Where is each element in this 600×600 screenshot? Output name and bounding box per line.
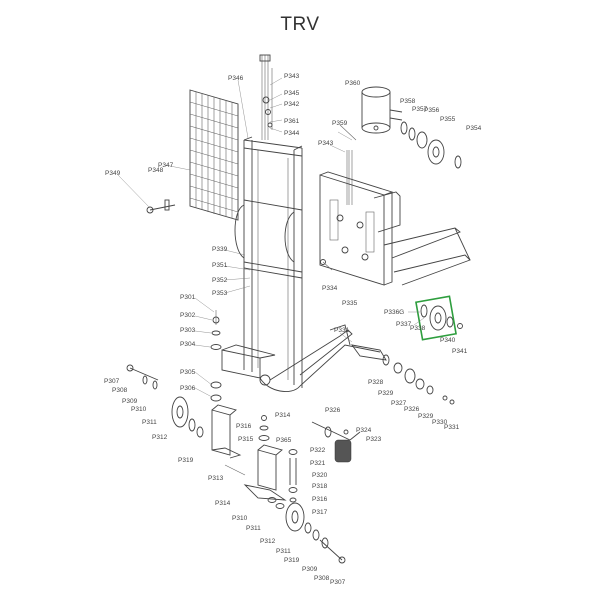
label-p312: P312: [152, 434, 168, 441]
fork-carriage: [319, 171, 394, 286]
label-p307b: P307: [330, 579, 346, 586]
label-p342: P342: [284, 101, 300, 108]
middle-stack-parts: [243, 415, 287, 509]
label-p302: P302: [180, 312, 196, 319]
roller-assembly: [420, 304, 463, 331]
forks: [373, 191, 471, 286]
label-p321: P321: [310, 460, 326, 467]
label-p306: P306: [180, 385, 196, 392]
label-p314b: P314: [215, 500, 231, 507]
hydraulic-cylinder: [339, 86, 403, 141]
label-p309b: P309: [302, 566, 318, 573]
label-p336g: P336G: [384, 309, 404, 316]
label-p308: P308: [112, 387, 128, 394]
label-p304: P304: [180, 341, 196, 348]
base-frame: [221, 324, 387, 393]
left-wheel-assembly: [126, 364, 204, 438]
label-p323: P323: [366, 436, 382, 443]
pedal-assembly: [311, 421, 361, 463]
label-p361: P361: [284, 118, 300, 125]
label-p326: P326: [325, 407, 341, 414]
label-p352: P352: [212, 277, 228, 284]
label-p328: P328: [368, 379, 384, 386]
label-p316b: P316: [312, 496, 328, 503]
label-p347: P347: [158, 162, 174, 169]
label-p309: P309: [122, 398, 138, 405]
label-p320: P320: [312, 472, 328, 479]
label-p315: P315: [238, 436, 254, 443]
label-p334: P334: [322, 285, 338, 292]
left-leg-bracket: [211, 404, 246, 476]
label-p327: P327: [391, 400, 407, 407]
diagram-title: TRV: [280, 14, 320, 35]
label-p301: P301: [180, 294, 196, 301]
label-p317: P317: [312, 509, 328, 516]
label-p329: P329: [378, 390, 394, 397]
label-p316: P316: [236, 423, 252, 430]
label-p335: P335: [342, 300, 358, 307]
carriage-bolts: [320, 259, 333, 271]
center-stack-parts: [288, 449, 298, 503]
mesh-guard: [189, 89, 239, 221]
label-p348: P348: [148, 167, 164, 174]
label-p365: P365: [276, 437, 292, 444]
mast-frame: [234, 136, 303, 388]
label-p359: P359: [332, 120, 348, 127]
label-p340: P340: [440, 337, 456, 344]
label-p330: P330: [432, 419, 448, 426]
label-p358: P358: [400, 98, 416, 105]
label-p331: P331: [334, 327, 350, 334]
carriage-chain: [346, 150, 353, 205]
label-p356: P356: [424, 107, 440, 114]
label-p324: P324: [356, 427, 372, 434]
label-p349: P349: [105, 170, 121, 177]
right-axle-parts: [382, 354, 455, 405]
label-p339: P339: [212, 246, 228, 253]
label-p319b: P319: [284, 557, 300, 564]
label-p351: P351: [212, 262, 228, 269]
label-p360: P360: [345, 80, 361, 87]
label-p319: P319: [178, 457, 194, 464]
part-labels: P346 P343 P345 P342 P361 P344 P360 P358 …: [104, 73, 482, 586]
label-p355: P355: [440, 116, 456, 123]
highlighted-part-box: [415, 295, 457, 341]
label-p353: P353: [212, 290, 228, 297]
label-p326b: P326: [404, 406, 420, 413]
label-p338: P338: [410, 325, 426, 332]
label-p305: P305: [180, 369, 196, 376]
leader-lines: [117, 77, 425, 398]
label-p337: P337: [396, 321, 412, 328]
label-p341: P341: [452, 348, 468, 355]
label-p312b: P312: [260, 538, 276, 545]
label-p345: P345: [284, 90, 300, 97]
label-p322: P322: [310, 447, 326, 454]
label-p331b: P331: [444, 424, 460, 431]
label-p311c: P311: [276, 548, 291, 555]
label-p310: P310: [131, 406, 147, 413]
label-p329b: P329: [418, 413, 434, 420]
label-p344: P344: [284, 130, 300, 137]
label-p318: P318: [312, 483, 328, 490]
label-p303: P303: [180, 327, 196, 334]
label-p357: P357: [412, 106, 428, 113]
pump-pulley-assembly: [400, 121, 462, 169]
lift-chain: [259, 54, 273, 140]
label-p311: P311: [142, 419, 157, 426]
label-p346: P346: [228, 75, 244, 82]
mesh-bolt: [146, 199, 176, 214]
label-p308b: P308: [314, 575, 330, 582]
label-p343b: P343: [318, 140, 334, 147]
label-p310b: P310: [232, 515, 248, 522]
label-p307: P307: [104, 378, 120, 385]
left-stack-parts: [210, 310, 222, 402]
label-p313: P313: [208, 475, 224, 482]
label-p311b: P311: [246, 525, 261, 532]
label-p343: P343: [284, 73, 300, 80]
right-wheel-assembly: [285, 502, 346, 564]
label-p314: P314: [275, 412, 291, 419]
label-p354: P354: [466, 125, 482, 132]
